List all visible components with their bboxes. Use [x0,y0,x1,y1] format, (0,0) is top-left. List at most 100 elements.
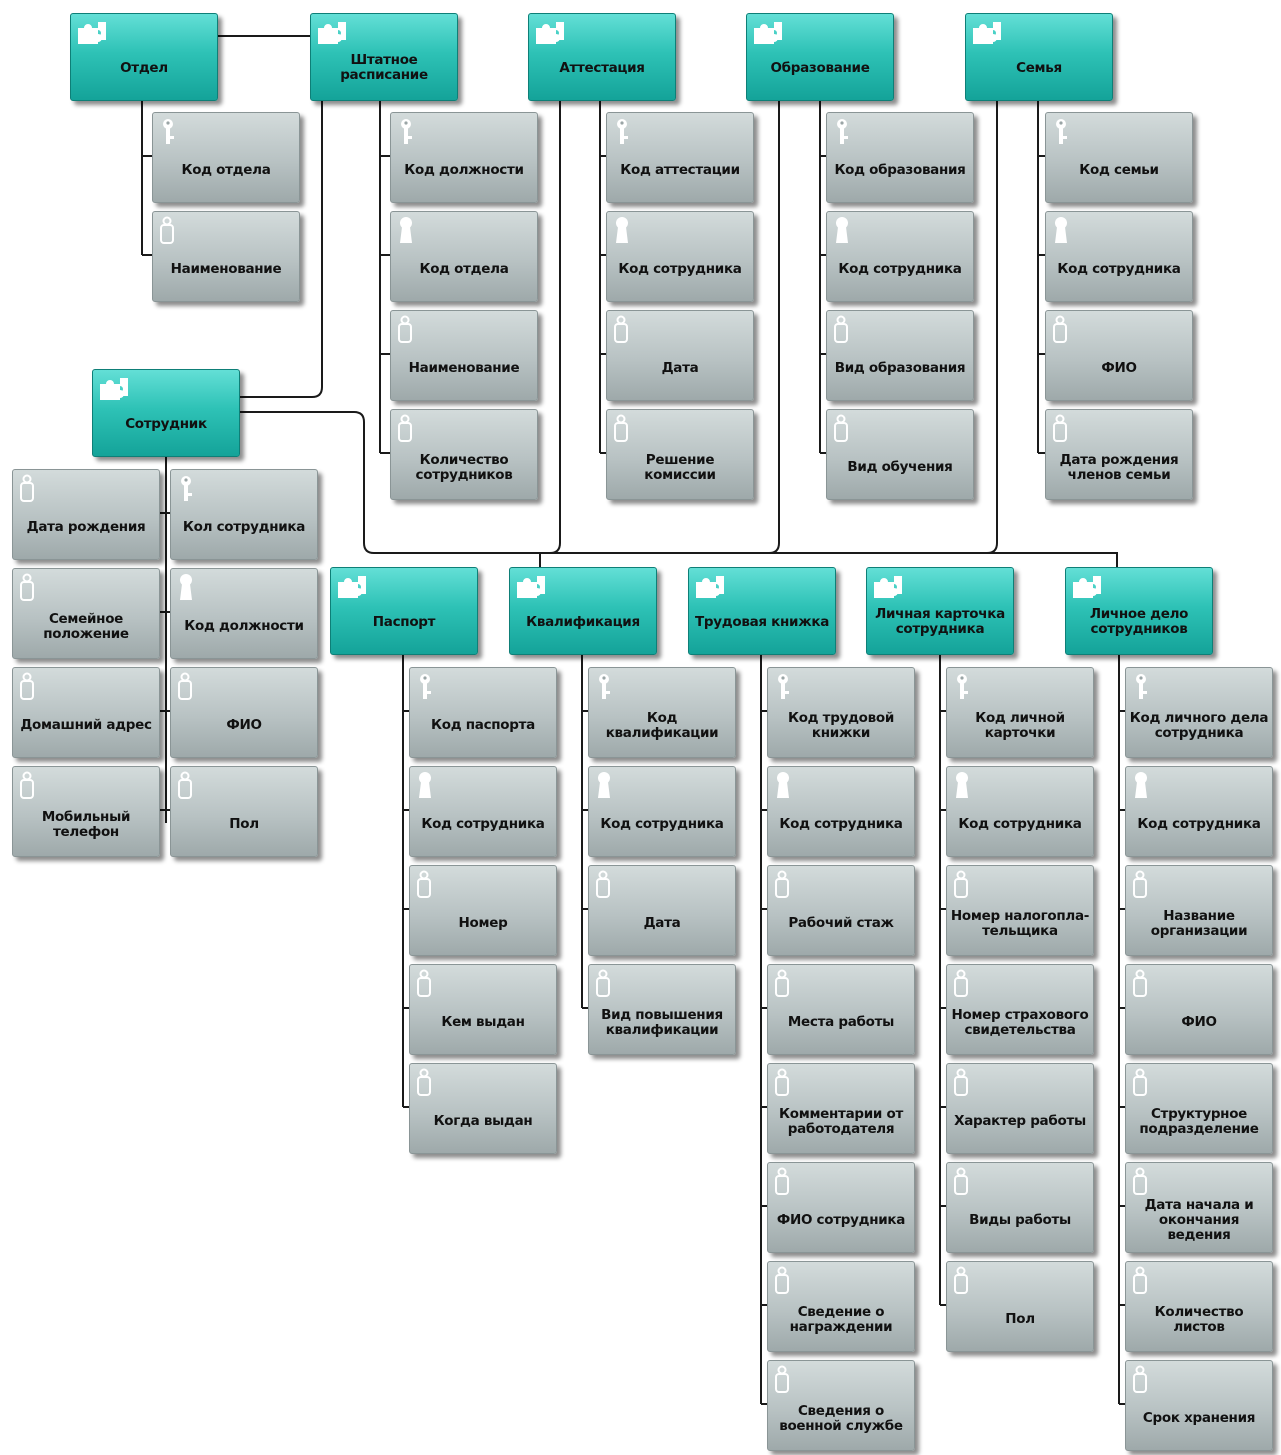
attribute-box[interactable]: Вид обучения [826,409,974,500]
attribute-box[interactable]: Номер налогопла-тельщика [946,865,1094,956]
attribute-box[interactable]: ФИО [1125,964,1273,1055]
attribute-box[interactable]: Дата рождения [12,469,160,560]
entity-ldelo[interactable]: Личное дело сотрудников [1065,567,1213,655]
attribute-box[interactable]: Код отдела [152,112,300,203]
entity-trud[interactable]: Трудовая книжка [688,567,836,655]
attribute-label: Рабочий стаж [788,915,894,931]
key-icon [158,117,192,145]
attribute-box[interactable]: Код сотрудника [606,211,754,302]
attribute-box[interactable]: Дата [606,310,754,401]
attribute-box[interactable]: Кем выдан [409,964,557,1055]
key-icon [773,672,807,700]
attribute-box[interactable]: Код сотрудника [588,766,736,857]
attribute-box[interactable]: ФИО сотрудника [767,1162,915,1253]
key-icon [176,474,210,502]
tag-icon [176,672,210,700]
keyhole-icon [415,771,449,799]
attribute-box[interactable]: Код образования [826,112,974,203]
attribute-label: Название организации [1150,907,1248,939]
attribute-box[interactable]: Название организации [1125,865,1273,956]
entity-kvalif[interactable]: Квалификация [509,567,657,655]
entity-attest[interactable]: Аттестация [528,13,676,101]
attribute-box[interactable]: Дата [588,865,736,956]
attribute-box[interactable]: Код личной карточки [946,667,1094,758]
attribute-box[interactable]: Вид повышения квалификации [588,964,736,1055]
attribute-box[interactable]: Комментарии от работодателя [767,1063,915,1154]
attribute-label: Дата рождения членов семьи [1059,451,1179,483]
attribute-box[interactable]: Рабочий стаж [767,865,915,956]
attribute-box[interactable]: Код сотрудника [767,766,915,857]
tag-icon [1131,1365,1165,1393]
attribute-box[interactable]: Код личного дела сотрудника [1125,667,1273,758]
attribute-label: Срок хранения [1142,1410,1256,1426]
attribute-box[interactable]: Домашний адрес [12,667,160,758]
attribute-box[interactable]: Код сотрудника [1045,211,1193,302]
attribute-box[interactable]: Сведение о награждении [767,1261,915,1352]
entity-title: Отдел [120,59,168,76]
attribute-label: Вид образования [834,360,966,376]
attribute-box[interactable]: Наименование [390,310,538,401]
tag-icon [612,315,646,343]
attribute-box[interactable]: Количество листов [1125,1261,1273,1352]
entity-otdel[interactable]: Отдел [70,13,218,101]
attribute-box[interactable]: Количество сотрудников [390,409,538,500]
key-icon [1051,117,1085,145]
attribute-box[interactable]: Наименование [152,211,300,302]
attribute-box[interactable]: Код паспорта [409,667,557,758]
attribute-box[interactable]: Код трудовой книжки [767,667,915,758]
attribute-box[interactable]: ФИО [1045,310,1193,401]
attribute-box[interactable]: Код сотрудника [1125,766,1273,857]
entity-obraz[interactable]: Образование [746,13,894,101]
attribute-label: Дата начала и окончания ведения [1144,1197,1254,1243]
attribute-box[interactable]: Код квалификации [588,667,736,758]
attribute-label: Сведения о военной службе [779,1402,903,1434]
attribute-box[interactable]: Семейное положение [12,568,160,659]
keyhole-icon [396,216,430,244]
tag-icon [832,315,866,343]
attribute-box[interactable]: Код отдела [390,211,538,302]
attribute-box[interactable]: Структурное подразделение [1125,1063,1273,1154]
entity-pasport[interactable]: Паспорт [330,567,478,655]
attribute-box[interactable]: ФИО [170,667,318,758]
entity-semya[interactable]: Семья [965,13,1113,101]
attribute-box[interactable]: Пол [170,766,318,857]
attribute-box[interactable]: Пол [946,1261,1094,1352]
connector-line [238,411,1118,567]
attribute-box[interactable]: Номер [409,865,557,956]
attribute-box[interactable]: Код семьи [1045,112,1193,203]
key-icon [1131,672,1165,700]
tag-icon [415,1068,449,1096]
attribute-label: Вид повышения квалификации [601,1006,723,1038]
attribute-box[interactable]: Номер страхового свидетельства [946,964,1094,1055]
attribute-box[interactable]: Вид образования [826,310,974,401]
attribute-box[interactable]: Срок хранения [1125,1360,1273,1451]
attribute-box[interactable]: Кол сотрудника [170,469,318,560]
attribute-box[interactable]: Код сотрудника [946,766,1094,857]
attribute-box[interactable]: Когда выдан [409,1063,557,1154]
attribute-box[interactable]: Мобильный телефон [12,766,160,857]
attribute-box[interactable]: Код должности [170,568,318,659]
attribute-box[interactable]: Сведения о военной службе [767,1360,915,1451]
tag-icon [952,969,986,997]
attribute-box[interactable]: Дата рождения членов семьи [1045,409,1193,500]
attribute-box[interactable]: Характер работы [946,1063,1094,1154]
attribute-label: Вид обучения [847,459,953,475]
attribute-label: Код сотрудника [838,261,962,277]
entity-lkart[interactable]: Личная карточка сотрудника [866,567,1014,655]
attribute-box[interactable]: Решение комиссии [606,409,754,500]
attribute-label: Семейное положение [43,610,129,642]
tag-icon [18,771,52,799]
attribute-box[interactable]: Код аттестации [606,112,754,203]
attribute-box[interactable]: Код должности [390,112,538,203]
attribute-box[interactable]: Виды работы [946,1162,1094,1253]
attribute-box[interactable]: Код сотрудника [826,211,974,302]
attribute-label: Код должности [404,162,524,178]
entity-shtat[interactable]: Штатное расписание [310,13,458,101]
attribute-box[interactable]: Места работы [767,964,915,1055]
attribute-label: Номер [458,915,508,931]
attribute-box[interactable]: Дата начала и окончания ведения [1125,1162,1273,1253]
entity-sotr[interactable]: Сотрудник [92,369,240,457]
tag-icon [415,870,449,898]
attribute-box[interactable]: Код сотрудника [409,766,557,857]
tag-icon [18,573,52,601]
